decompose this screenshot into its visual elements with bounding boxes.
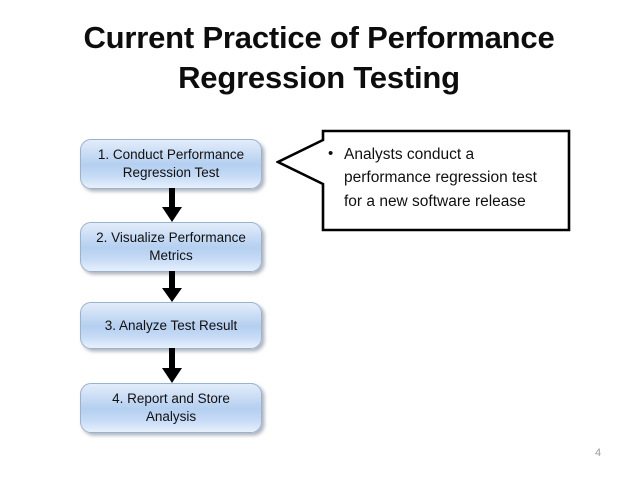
page-title: Current Practice of Performance Regressi… bbox=[83, 20, 555, 96]
page-number: 4 bbox=[594, 447, 602, 459]
flow-step-4-label: 4. Report and Store Analysis bbox=[112, 391, 230, 424]
down-arrow-icon bbox=[160, 348, 184, 385]
flow-step-3-label: 3. Analyze Test Result bbox=[104, 317, 238, 333]
down-arrow-icon bbox=[160, 188, 184, 224]
bullet-icon: • bbox=[328, 145, 334, 162]
flow-step-1[interactable]: 1. Conduct Performance Regression Test bbox=[80, 139, 262, 189]
flow-step-4[interactable]: 4. Report and Store Analysis bbox=[80, 383, 262, 433]
flow-step-2-label: 2. Visualize Performance Metrics bbox=[96, 230, 246, 263]
flow-step-2[interactable]: 2. Visualize Performance Metrics bbox=[80, 222, 262, 272]
flow-step-1-label: 1. Conduct Performance Regression Test bbox=[97, 147, 245, 180]
callout-bubble: • Analysts conduct a performance regress… bbox=[276, 128, 572, 233]
flow-step-3[interactable]: 3. Analyze Test Result bbox=[80, 302, 262, 349]
callout-shape bbox=[276, 129, 571, 232]
down-arrow-icon bbox=[160, 271, 184, 304]
callout-content: • Analysts conduct a performance regress… bbox=[328, 143, 556, 213]
callout-text: Analysts conduct a performance regressio… bbox=[344, 146, 537, 210]
